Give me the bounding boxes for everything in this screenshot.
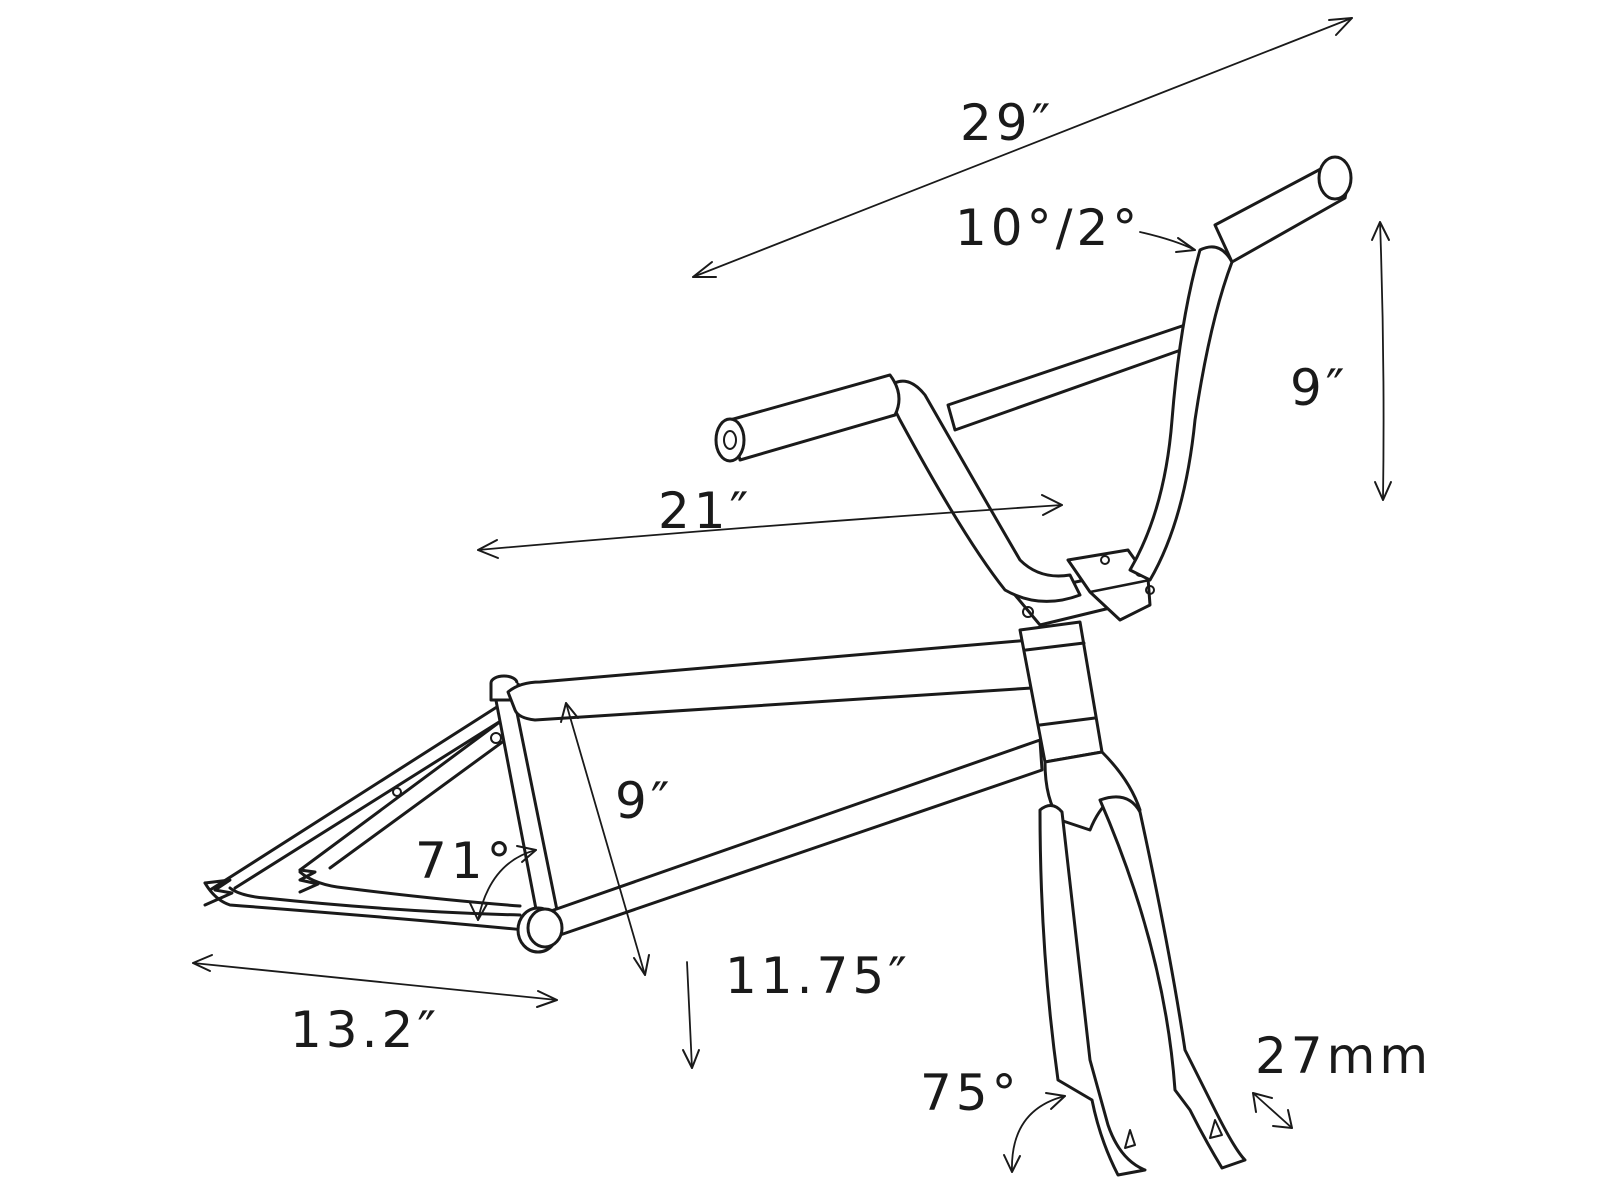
bar-rise-arrow-bottom — [1374, 481, 1392, 501]
fork-leg-front — [1038, 804, 1147, 1177]
bar-width-arrow-right — [1328, 17, 1353, 36]
head-tube — [1018, 620, 1104, 764]
handlebar-left-upright — [883, 379, 1082, 603]
bar-rise-label: 9″ — [1290, 359, 1349, 417]
fork-offset-line — [1252, 1092, 1293, 1129]
top-tube-arrow-left — [477, 539, 499, 559]
head-angle-arrow-bottom — [1003, 1154, 1021, 1173]
bar-rise-arrow-top — [1371, 221, 1390, 241]
stem-bolt-1 — [1022, 606, 1034, 618]
bb-height-label: 11.75″ — [725, 947, 911, 1005]
fork-offset-label: 27mm — [1255, 1027, 1432, 1085]
bike-frame — [203, 620, 1104, 954]
brake-mount — [392, 787, 402, 797]
fork — [1038, 750, 1247, 1177]
headset-ring — [1024, 641, 1086, 652]
bb-height-arrow — [682, 1049, 700, 1069]
bar-sweep-arrow — [1175, 237, 1196, 253]
chainstay-arrow-right — [536, 990, 558, 1008]
rear-dropout-left — [203, 878, 234, 907]
top-tube-arrow-right — [1041, 494, 1063, 516]
handlebar-crossbar — [946, 323, 1198, 432]
seat-angle-arc — [477, 849, 537, 921]
top-tube-line — [477, 504, 1063, 551]
bar-sweep-pointer — [1139, 231, 1196, 251]
chainstay-inner — [298, 870, 522, 908]
bb-height-line — [686, 961, 693, 1069]
grip-right-end — [1317, 155, 1353, 201]
handlebar-right-upright — [1128, 245, 1234, 582]
seat-tube-arrow-top — [560, 702, 579, 723]
dimension-labels: 29″ 10°/2° 9″ 21″ 9″ 71° 13.2″ 11.75″ 75… — [290, 94, 1432, 1122]
dimension-lines — [192, 17, 1392, 1173]
top-tube — [506, 638, 1034, 722]
chainstay-label: 13.2″ — [290, 1001, 440, 1059]
head-angle-arc — [1011, 1095, 1066, 1173]
fork-offset-arrow-top — [1252, 1092, 1273, 1113]
bar-width-arrow-left — [692, 261, 717, 278]
bar-width-label: 29″ — [960, 94, 1054, 152]
bar-width-line — [692, 17, 1353, 278]
seat-angle-arrow-bottom — [469, 902, 488, 921]
grip-left-plug — [723, 430, 737, 450]
fork-leg-rear — [1098, 795, 1247, 1170]
seat-tube — [492, 686, 562, 932]
seat-angle-label: 71° — [415, 832, 516, 890]
bar-sweep-label: 10°/2° — [955, 199, 1141, 257]
fork-offset-arrow-bottom — [1272, 1109, 1293, 1129]
grip-left-end — [714, 417, 746, 463]
top-tube-label: 21″ — [658, 482, 752, 540]
stem-edge — [1066, 558, 1152, 594]
chainstay-arrow-left — [192, 954, 213, 972]
fork-dropout-front — [1124, 1129, 1136, 1149]
seat-tube-line — [565, 702, 646, 976]
stem-bolt-2 — [1100, 555, 1110, 565]
seat-tube-arrow-bottom — [633, 954, 650, 976]
seat-clamp-bolt — [490, 732, 502, 744]
stem-bolt-4 — [1145, 585, 1155, 595]
head-angle-arrow-top — [1045, 1092, 1066, 1110]
chainstay-line — [192, 962, 558, 1001]
seat-angle-arrow-top — [516, 845, 537, 863]
chainstay-outer — [203, 881, 527, 932]
fork-dropout-rear — [1209, 1119, 1223, 1139]
chainstay-lower — [228, 886, 522, 917]
bar-rise-line — [1379, 221, 1385, 501]
bottom-bracket-inner — [526, 907, 564, 949]
handlebar — [714, 155, 1353, 603]
head-tube-gusset — [1038, 716, 1097, 727]
down-tube — [546, 738, 1044, 937]
grip-left — [728, 373, 901, 462]
seat-tube-label: 9″ — [615, 772, 674, 830]
rear-dropout-right — [298, 868, 320, 894]
head-angle-label: 75° — [920, 1064, 1021, 1122]
